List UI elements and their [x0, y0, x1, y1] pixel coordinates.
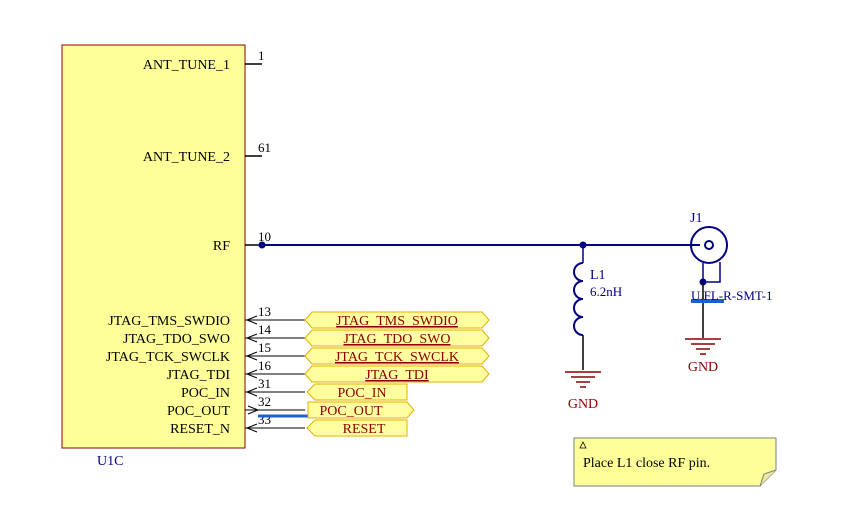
pin-name: POC_OUT	[167, 404, 230, 419]
port-jtag-tdo-swo[interactable]: JTAG_TDO_SWO	[304, 329, 490, 347]
pin-ant-tune-1[interactable]: ANT_TUNE_1 1	[143, 48, 265, 73]
pin-number: 31	[258, 376, 271, 391]
pin-ant-tune-2[interactable]: ANT_TUNE_2 61	[143, 140, 271, 165]
pin-number: 15	[258, 340, 271, 355]
pin-number: 16	[258, 358, 272, 373]
pin-name: JTAG_TCK_SWCLK	[106, 350, 230, 365]
port-label: JTAG_TDO_SWO	[344, 332, 451, 347]
pin-jtag-tdi[interactable]: JTAG_TDI 16	[167, 358, 305, 383]
note-text: Place L1 close RF pin.	[583, 456, 710, 471]
pin-poc-in[interactable]: POC_IN 31	[181, 376, 305, 401]
port-label: POC_OUT	[319, 404, 382, 419]
port-label: POC_IN	[337, 386, 386, 401]
ground-symbol[interactable]: GND	[565, 371, 601, 412]
pin-number: 32	[258, 394, 271, 409]
connector-value: U.FL-R-SMT-1	[691, 288, 773, 303]
inductor-designator: L1	[590, 268, 606, 283]
port-poc-in[interactable]: POC_IN	[306, 383, 408, 401]
component-u1c-body[interactable]	[61, 44, 246, 449]
pin-number: 13	[258, 304, 271, 319]
pin-name: RF	[213, 239, 230, 254]
ground-label: GND	[568, 397, 598, 412]
ground-label: GND	[688, 360, 718, 375]
connector-designator: J1	[690, 211, 702, 226]
connector-j1[interactable]: J1 U.FL-R-SMT-1	[690, 211, 773, 338]
pin-poc-out[interactable]: POC_OUT 32	[167, 394, 305, 419]
pin-number: 61	[258, 140, 271, 155]
pin-jtag-tms-swdio[interactable]: JTAG_TMS_SWDIO 13	[108, 304, 305, 329]
pin-jtag-tdo-swo[interactable]: JTAG_TDO_SWO 14	[123, 322, 305, 347]
port-reset[interactable]: RESET	[306, 419, 408, 437]
port-label: JTAG_TMS_SWDIO	[336, 314, 458, 329]
pin-name: POC_IN	[181, 386, 230, 401]
port-label: RESET	[343, 422, 386, 437]
pin-jtag-tck-swclk[interactable]: JTAG_TCK_SWCLK 15	[106, 340, 305, 365]
pin-name: JTAG_TMS_SWDIO	[108, 314, 230, 329]
pin-name: ANT_TUNE_1	[143, 58, 230, 73]
port-label: JTAG_TDI	[365, 368, 429, 383]
port-jtag-tck-swclk[interactable]: JTAG_TCK_SWCLK	[304, 347, 490, 365]
inductor-value: 6.2nH	[590, 284, 622, 299]
pin-name: RESET_N	[170, 422, 230, 437]
pin-number: 1	[258, 48, 265, 63]
ground-symbol[interactable]: GND	[685, 338, 721, 375]
pin-number: 33	[258, 412, 271, 427]
port-jtag-tms-swdio[interactable]: JTAG_TMS_SWDIO	[304, 311, 490, 329]
port-poc-out[interactable]: POC_OUT	[307, 401, 415, 419]
note-warning-icon	[579, 441, 587, 449]
pin-name: JTAG_TDO_SWO	[123, 332, 230, 347]
inductor-l1[interactable]: L1 6.2nH	[573, 245, 622, 370]
note-box[interactable]: Place L1 close RF pin.	[573, 437, 777, 487]
pin-name: JTAG_TDI	[167, 368, 231, 383]
port-label: JTAG_TCK_SWCLK	[335, 350, 459, 365]
pin-number: 14	[258, 322, 272, 337]
component-designator: U1C	[97, 454, 123, 469]
pin-number: 10	[258, 229, 271, 244]
pin-name: ANT_TUNE_2	[143, 150, 230, 165]
junction-dot	[258, 241, 266, 249]
port-jtag-tdi[interactable]: JTAG_TDI	[304, 365, 490, 383]
